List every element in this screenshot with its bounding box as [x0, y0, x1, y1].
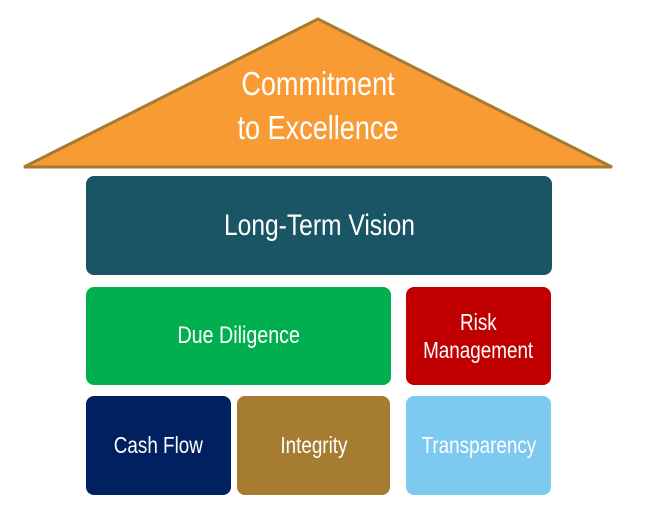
risk-label-line1: Risk [460, 309, 497, 335]
roof-label: Commitment to Excellence [168, 62, 468, 150]
risk-label-line2: Management [423, 337, 534, 363]
roof-label-line1: Commitment [241, 65, 395, 102]
vision-label: Long-Term Vision [223, 208, 415, 242]
risk-management-block: Risk Management [406, 287, 551, 385]
due-diligence-block: Due Diligence [86, 287, 391, 385]
integrity-block: Integrity [237, 396, 390, 495]
cash-flow-block: Cash Flow [86, 396, 231, 495]
transparency-block: Transparency [406, 396, 551, 495]
vision-block: Long-Term Vision [86, 176, 552, 275]
due-diligence-label: Due Diligence [177, 322, 300, 349]
roof-label-line2: to Excellence [237, 109, 399, 146]
cash-flow-label: Cash Flow [113, 432, 204, 458]
integrity-label: Integrity [279, 432, 348, 458]
roof-triangle [23, 17, 613, 169]
transparency-label: Transparency [421, 432, 536, 458]
